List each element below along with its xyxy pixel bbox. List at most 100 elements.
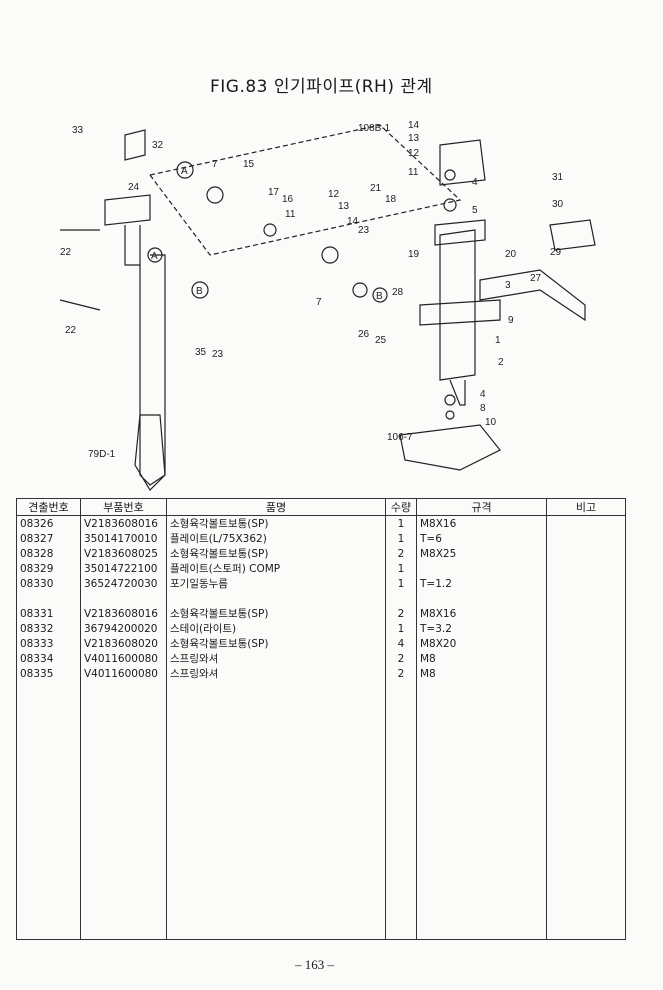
callout-label: 16	[282, 194, 294, 205]
callout-label: 12	[328, 189, 340, 200]
part-name: 소형육각볼트보통(SP)	[166, 515, 386, 531]
quantity: 2	[385, 651, 417, 666]
quantity: 4	[385, 636, 417, 651]
column-header: 부품번호	[80, 498, 167, 516]
remark	[546, 515, 626, 531]
callout-label: 108B-1	[358, 123, 391, 134]
ref-number: 08332	[16, 621, 81, 636]
ref-number: 08333	[16, 636, 81, 651]
ref-number	[16, 591, 81, 606]
part-name: 스프링와셔	[166, 651, 386, 666]
part-name: 소형육각볼트보통(SP)	[166, 606, 386, 621]
spec: T=6	[416, 531, 547, 546]
callout-label: 13	[338, 201, 350, 212]
callout-label: 12	[408, 148, 420, 159]
quantity: 1	[385, 561, 417, 576]
callout-label: A	[181, 166, 188, 177]
callout-label: 4	[480, 389, 486, 400]
ref-number: 08334	[16, 651, 81, 666]
callout-label: 11	[285, 209, 296, 220]
callout-label: 106-7	[387, 432, 413, 443]
remark	[546, 606, 626, 621]
spec: M8X16	[416, 606, 547, 621]
callout-label: 28	[392, 287, 404, 298]
callout-label: 33	[72, 125, 84, 136]
callout-label: 23	[212, 349, 224, 360]
part-name: 소형육각볼트보통(SP)	[166, 636, 386, 651]
ref-number: 08329	[16, 561, 81, 576]
callout-label: 15	[243, 159, 255, 170]
callout-label: 4	[472, 177, 478, 188]
figure-title: FIG.83 인기파이프(RH) 관계	[210, 77, 433, 97]
callout-label: 32	[152, 140, 164, 151]
callout-label: 24	[128, 182, 140, 193]
callout-label: A	[151, 251, 158, 262]
quantity: 2	[385, 606, 417, 621]
part-number: V4011600080	[80, 651, 167, 666]
spec: M8X16	[416, 515, 547, 531]
callout-label: 20	[505, 249, 517, 260]
callout-label: 2	[498, 357, 504, 368]
callout-label: 7	[212, 159, 218, 170]
spec: M8X20	[416, 636, 547, 651]
spec: M8	[416, 651, 547, 666]
spec: T=3.2	[416, 621, 547, 636]
callout-label: 27	[530, 273, 542, 284]
part-name: 플레이트(L/75X362)	[166, 531, 386, 546]
part-number: 36794200020	[80, 621, 167, 636]
empty-cell	[16, 681, 81, 940]
spec: T=1.2	[416, 576, 547, 591]
callout-label: 22	[65, 325, 77, 336]
ref-number: 08326	[16, 515, 81, 531]
callout-label: 30	[552, 199, 564, 210]
callout-label: 35	[195, 347, 207, 358]
column-header: 품명	[166, 498, 386, 516]
empty-cell	[416, 681, 547, 940]
remark	[546, 546, 626, 561]
remark	[546, 561, 626, 576]
callout-label: B	[196, 286, 203, 297]
part-name	[166, 591, 386, 606]
callout-label: 79D-1	[88, 449, 116, 460]
part-name: 스테이(라이트)	[166, 621, 386, 636]
part-name: 포기일동누름	[166, 576, 386, 591]
callout-label: 5	[472, 205, 478, 216]
part-number: 36524720030	[80, 576, 167, 591]
remark	[546, 651, 626, 666]
callout-label: 31	[552, 172, 564, 183]
empty-cell	[166, 681, 386, 940]
quantity: 1	[385, 531, 417, 546]
quantity: 2	[385, 546, 417, 561]
ref-number: 08331	[16, 606, 81, 621]
empty-cell	[385, 681, 417, 940]
callout-label: 9	[508, 315, 514, 326]
remark	[546, 666, 626, 681]
spec: M8X25	[416, 546, 547, 561]
ref-number: 08327	[16, 531, 81, 546]
callout-label: 14	[347, 216, 359, 227]
callout-label: 10	[485, 417, 497, 428]
part-number: 35014722100	[80, 561, 167, 576]
quantity	[385, 591, 417, 606]
callout-label: 17	[268, 187, 280, 198]
callout-label: 18	[385, 194, 397, 205]
quantity: 1	[385, 515, 417, 531]
part-name: 플레이트(스토퍼) COMP	[166, 561, 386, 576]
part-number: 35014170010	[80, 531, 167, 546]
callout-label: 13	[408, 133, 420, 144]
remark	[546, 531, 626, 546]
remark	[546, 591, 626, 606]
part-number: V2183608016	[80, 515, 167, 531]
spec	[416, 561, 547, 576]
spec: M8	[416, 666, 547, 681]
